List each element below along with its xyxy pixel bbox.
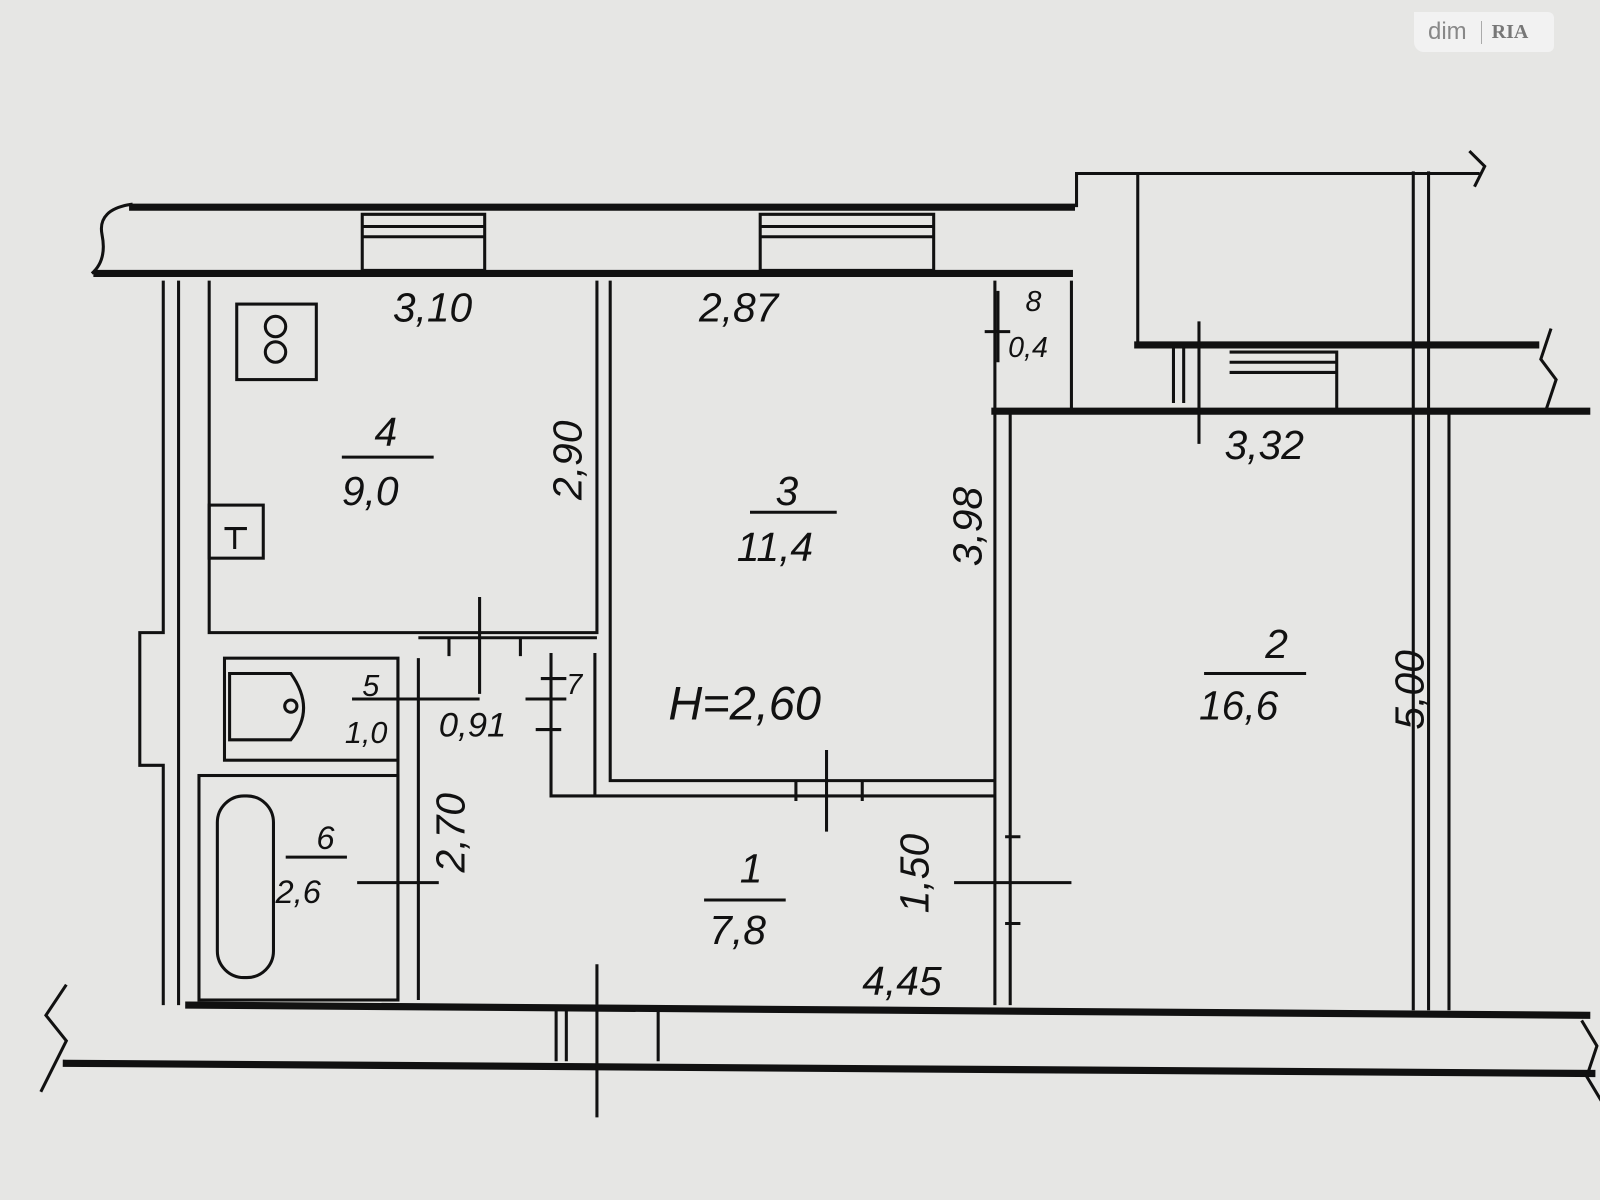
room-3-area: 11,4	[737, 524, 813, 570]
room-labels: 4 9,0 3 11,4 2 16,6 1 7,8 5 1,0 6 2,6 7 …	[275, 286, 1307, 953]
room-2-number: 2	[1264, 621, 1288, 667]
room-4-number: 4	[374, 409, 397, 455]
room-8-area: 0,4	[1008, 332, 1048, 364]
dim-room2-width: 3,32	[1224, 422, 1304, 468]
room-1-number: 1	[740, 846, 763, 892]
watermark-dim: dim	[1428, 18, 1467, 45]
room-6-area: 2,6	[275, 873, 322, 910]
room-7-number: 7	[566, 669, 583, 701]
watermark-logo: dim RIA	[1414, 12, 1554, 52]
room-2-area: 16,6	[1199, 682, 1279, 728]
room-5-area: 1,0	[345, 716, 388, 750]
room-8-number: 8	[1026, 286, 1042, 318]
dim-wc-width: 0,91	[439, 707, 507, 745]
dim-room3-depth: 3,98	[945, 487, 991, 567]
walls	[39, 149, 1600, 1118]
room-3-number: 3	[776, 468, 799, 514]
dim-room2-depth: 5,00	[1386, 650, 1432, 730]
watermark-ria: RIA	[1480, 20, 1543, 44]
dim-room3-width: 2,87	[698, 284, 780, 330]
ceiling-height: H=2,60	[668, 677, 821, 729]
dim-bath-depth: 2,70	[427, 793, 473, 874]
dimension-labels: 3,10 2,87 3,32 4,45 0,91 2,90 3,98 5,00 …	[393, 284, 1433, 1003]
room-6-number: 6	[316, 819, 335, 856]
room-5-number: 5	[362, 669, 380, 703]
room-1-area: 7,8	[709, 907, 766, 953]
dim-hall-width: 4,45	[862, 958, 942, 1004]
dim-hall-depth: 1,50	[892, 834, 938, 914]
dim-kitchen-depth: 2,90	[545, 420, 591, 501]
room-4-area: 9,0	[342, 468, 399, 514]
dim-kitchen-width: 3,10	[393, 284, 473, 330]
